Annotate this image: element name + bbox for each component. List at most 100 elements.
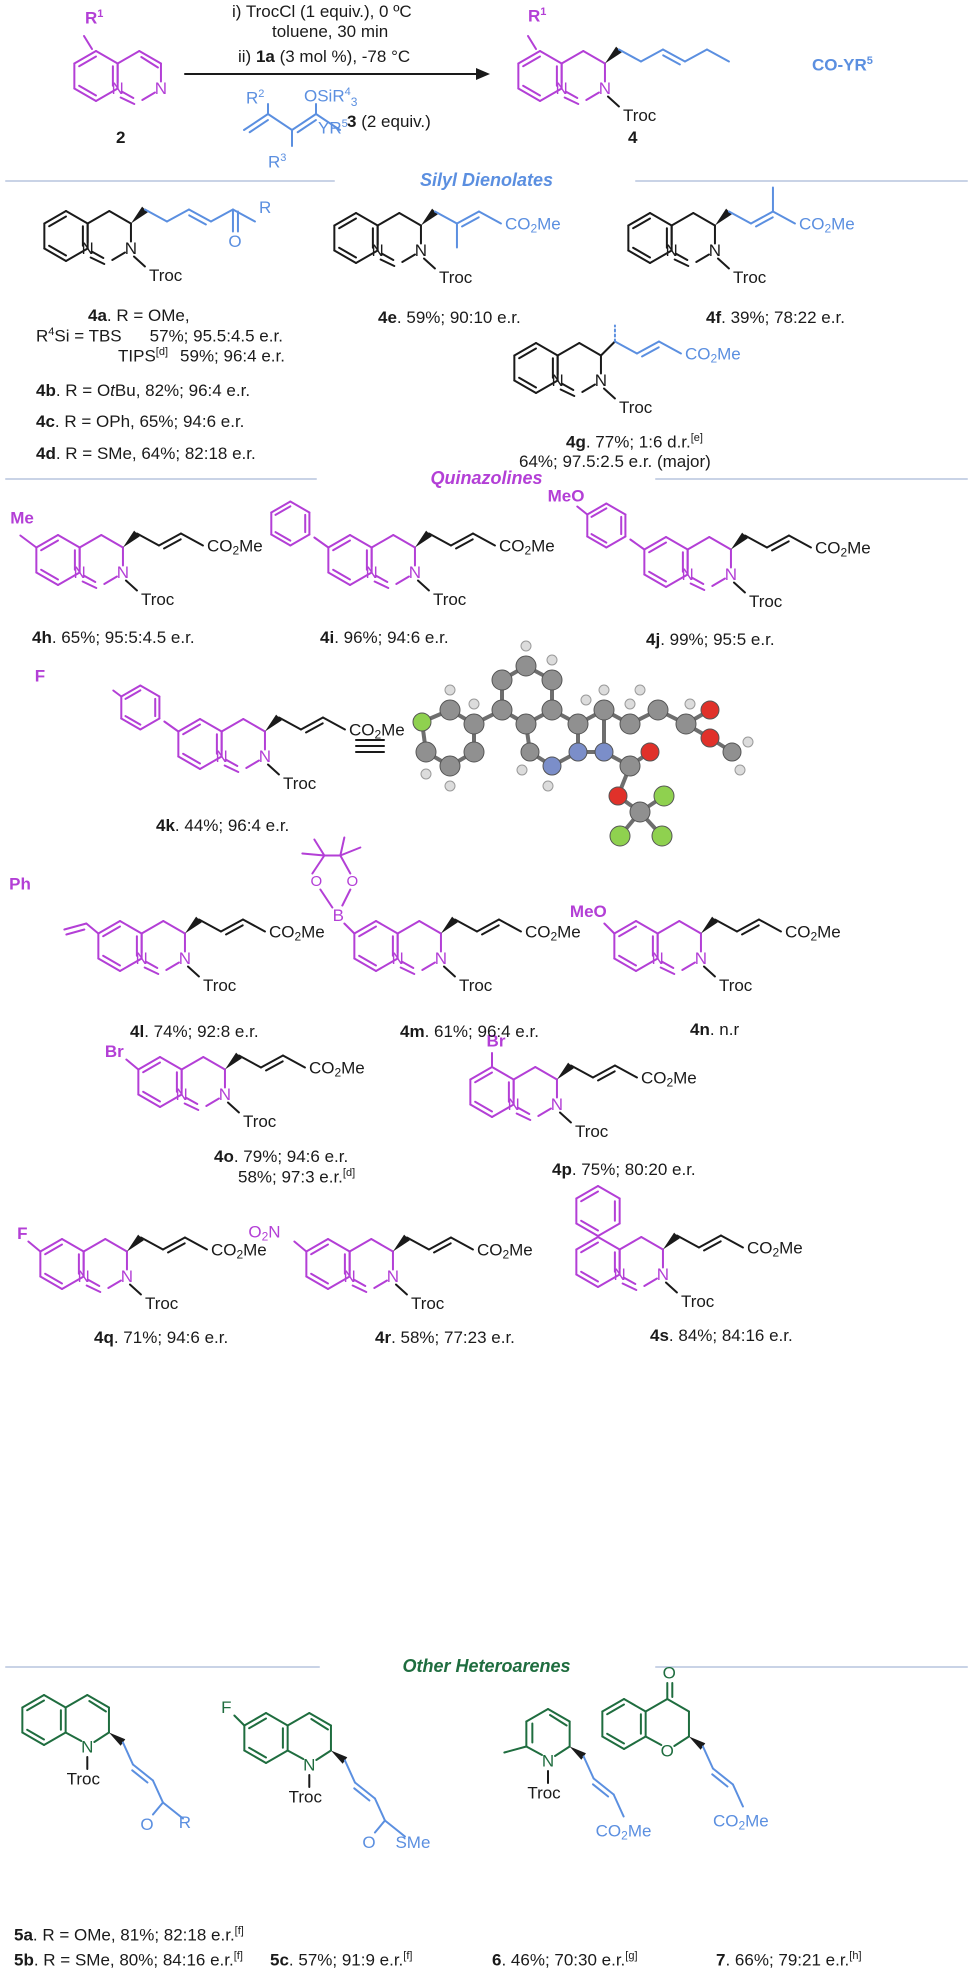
- side-chain-bond: [639, 48, 664, 63]
- crystal-atom: [415, 741, 437, 763]
- hydrogen-atom: [624, 698, 636, 710]
- ring-bond: [644, 1698, 669, 1713]
- hydrogen-atom: [516, 764, 528, 776]
- caption-4n: 4n. n.r: [690, 1020, 739, 1040]
- id-4k: 4k: [156, 816, 175, 835]
- double-bond: [522, 55, 541, 68]
- double-bond: [65, 928, 86, 936]
- benzo-ring: [627, 212, 651, 227]
- crystal-atom: [594, 742, 614, 762]
- side-chain-bond: [179, 532, 204, 547]
- r1-sup: 1: [97, 8, 104, 20]
- double-bond: [353, 1787, 371, 1802]
- benzo-ring: [333, 249, 357, 264]
- double-bond: [124, 689, 142, 700]
- double-bond: [754, 216, 774, 228]
- id-5a: 5a: [14, 1925, 33, 1945]
- double-bond: [640, 346, 660, 358]
- ester-group: CO2Me: [641, 1068, 697, 1090]
- c4a-tips-val: 59%; 96:4 e.r.: [180, 346, 285, 366]
- ring-bond: [224, 758, 239, 767]
- hydrogen-atom: [420, 768, 432, 780]
- double-bond: [474, 1100, 493, 1113]
- c4o-2-text: 58%; 97:3 e.r.: [238, 1167, 343, 1187]
- nitrogen-atom: N: [415, 241, 427, 260]
- hydrogen-atom: [444, 780, 456, 792]
- ring-bond: [525, 1708, 549, 1723]
- ring-bond: [695, 253, 710, 263]
- vinyl-bond: [63, 922, 88, 931]
- ring-bond: [107, 1279, 122, 1289]
- ring-bond: [100, 534, 124, 549]
- methyl-bond: [301, 852, 326, 857]
- ring-bond: [64, 1731, 83, 1742]
- oxygen-atom: O: [228, 232, 241, 251]
- benzo-ring: [375, 957, 399, 972]
- double-bond: [590, 533, 608, 544]
- r3-text: R: [268, 152, 281, 172]
- double-bond: [474, 1071, 493, 1084]
- ring-bond: [140, 920, 165, 935]
- benzo-ring: [597, 1273, 621, 1288]
- side-chain-bond: [705, 48, 730, 63]
- benzo-ring: [539, 87, 563, 102]
- benzo-ring: [199, 718, 223, 733]
- benzo-ring: [327, 1238, 351, 1253]
- nitrogen-atom: N: [614, 1265, 626, 1284]
- double-bond: [119, 96, 136, 105]
- troc-group: Troc: [243, 1112, 277, 1131]
- start-benzo-ring: [73, 87, 97, 102]
- side-chain-bond: [231, 208, 256, 223]
- c5b-sup: [f]: [233, 1950, 243, 1962]
- benzo-ring: [635, 920, 659, 935]
- benzo-ring: [535, 342, 559, 357]
- side-chain-bond: [713, 918, 738, 933]
- side-chain-bond: [373, 1797, 386, 1822]
- side-chain-bond: [131, 1763, 154, 1782]
- ring-oxygen: O: [661, 1742, 674, 1761]
- side-chain-bond: [735, 918, 760, 933]
- nitrogen-atom: N: [387, 1267, 399, 1286]
- stereo-wedge: [414, 530, 432, 548]
- troc-bond: [132, 255, 146, 268]
- pinacol-bond: [341, 888, 352, 907]
- caption-4p: 4p. 75%; 80:20 e.r.: [552, 1160, 696, 1180]
- caption-6: 6. 46%; 70:30 e.r.[g]: [492, 1950, 638, 1971]
- methyl-bond: [313, 838, 326, 857]
- caption-4e: 4e. 59%; 90:10 e.r.: [378, 308, 521, 328]
- side-chain-bond: [209, 208, 234, 223]
- c4b-c: Bu, 82%; 96:4 e.r.: [114, 381, 251, 400]
- c5c-text: . 57%; 91:9 e.r.: [288, 1950, 404, 1970]
- troc-group: Troc: [203, 976, 237, 995]
- id-4e: 4e: [378, 308, 397, 327]
- id-4n: 4n: [690, 1020, 710, 1039]
- double-bond: [183, 1102, 200, 1111]
- start-benzo-ring: [95, 87, 119, 102]
- double-bond: [432, 1242, 452, 1254]
- id-4b: 4b: [36, 381, 56, 400]
- crystal-atom: [629, 801, 651, 823]
- section-title-silyl-dienolates: Silyl Dienolates: [419, 170, 554, 190]
- ring-bond: [64, 1694, 89, 1709]
- chromanone-benzo-ring: [623, 1698, 647, 1713]
- id-4i: 4i: [320, 628, 335, 647]
- benzo-ring: [119, 957, 143, 972]
- stereo-wedge: [184, 916, 202, 934]
- caption-4c: 4c. R = OPh, 65%; 94:6 e.r.: [36, 412, 244, 432]
- methoxy-bond: [603, 922, 616, 935]
- carbonyl-bond: [373, 1819, 386, 1834]
- side-chain-bond: [497, 918, 522, 933]
- benzo-ring: [575, 1236, 599, 1251]
- fluorophenyl-ring: [120, 717, 142, 731]
- crystal-atom: [541, 669, 563, 691]
- r1-label-product: R1: [528, 6, 546, 27]
- r1-sup-p: 1: [540, 6, 547, 18]
- benzo-ring: [635, 957, 659, 972]
- double-bond: [81, 580, 98, 589]
- ring-bond: [141, 91, 156, 101]
- nitrogen-atom: N: [551, 1095, 563, 1114]
- double-bond: [648, 570, 667, 583]
- ring-bond: [376, 212, 401, 227]
- benzo-ring: [613, 920, 637, 935]
- carbonyl-oxygen: O: [663, 1664, 676, 1683]
